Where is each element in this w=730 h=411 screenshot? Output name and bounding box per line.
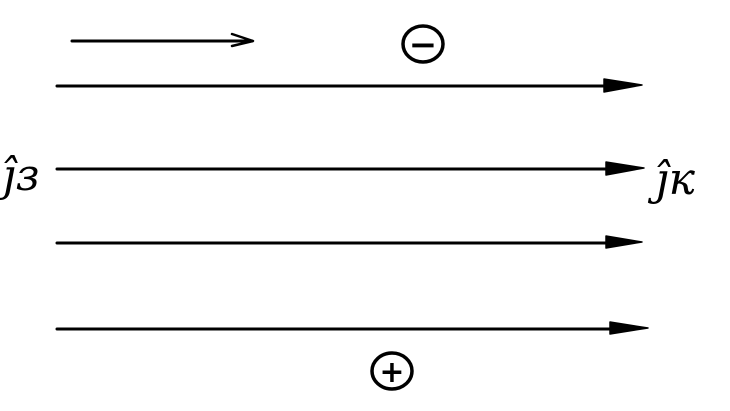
- collector-current-label: ĵк: [647, 154, 696, 205]
- negative-charge-symbol: −: [401, 24, 445, 65]
- emitter-current-label: ĵз: [0, 150, 40, 201]
- direction-arrow: [70, 32, 255, 48]
- current-line-1: [55, 78, 643, 93]
- positive-charge-symbol: +: [370, 351, 414, 391]
- current-line-4: [55, 321, 649, 335]
- negative-charge-label: −: [409, 25, 438, 65]
- current-line-3: [55, 235, 643, 249]
- positive-charge-label: +: [379, 355, 404, 390]
- current-line-2: [55, 161, 645, 176]
